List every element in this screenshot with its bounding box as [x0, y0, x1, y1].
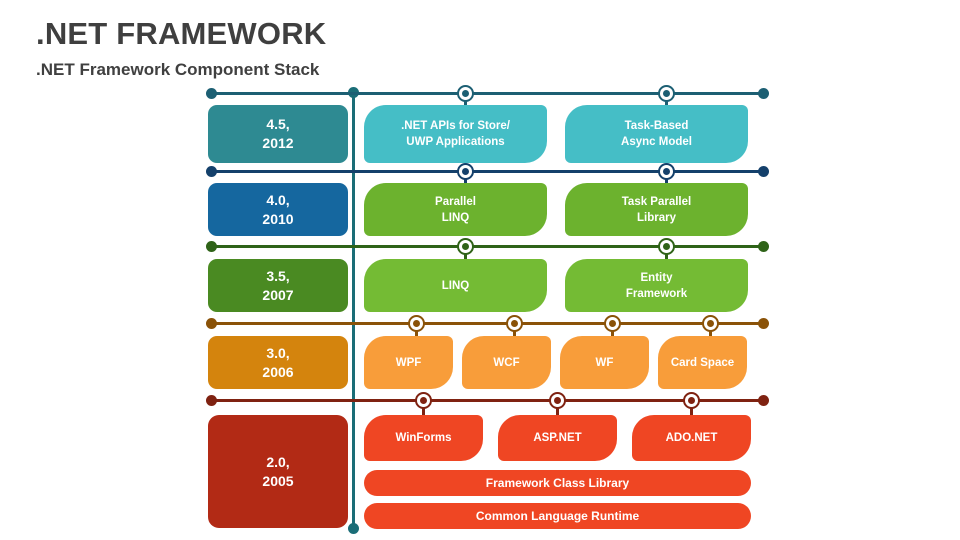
component-label-line-1: Entity — [640, 271, 673, 284]
component-label-line-1: Task-Based — [624, 120, 689, 132]
component-box-asp-net[interactable]: ASP.NET — [498, 415, 617, 461]
rail-cap-right — [758, 241, 769, 252]
node-row-3-item-1 — [457, 238, 474, 255]
component-label-line-1: Task Parallel — [621, 195, 692, 208]
component-box-card-space[interactable]: Card Space — [658, 336, 747, 389]
component-box-wpf[interactable]: WPF — [364, 336, 453, 389]
node-row-5-item-3 — [683, 392, 700, 409]
version-number: 3.0, — [266, 344, 290, 361]
rail-cap-left — [206, 88, 217, 99]
component-box-task-based-async-model[interactable]: Task-Based Async Model — [565, 105, 748, 163]
rail-row-2-top — [206, 163, 769, 193]
version-number: 2.0, — [266, 453, 290, 470]
node-row-1-item-2 — [658, 85, 675, 102]
rail-cap-left — [206, 166, 217, 177]
rail-cap-right — [758, 166, 769, 177]
component-box-wf[interactable]: WF — [560, 336, 649, 389]
rail-cap-left — [206, 318, 217, 329]
rail-row-1-top — [206, 85, 769, 118]
component-label-line-1: Card Space — [670, 356, 735, 369]
component-box-parallel-linq[interactable]: Parallel LINQ — [364, 183, 547, 236]
component-label-line-2: Framework — [625, 287, 688, 300]
rail-cap-right — [758, 88, 769, 99]
version-box-4-5-2012[interactable]: 4.5, 2012 — [208, 105, 348, 163]
component-label-line-1: WCF — [493, 356, 520, 369]
component-label-line-1: WPF — [395, 356, 422, 369]
rail-row-3-top — [206, 238, 769, 268]
component-label-line-1: WinForms — [395, 432, 452, 444]
version-year: 2006 — [262, 363, 294, 380]
component-box-task-parallel-library[interactable]: Task Parallel Library — [565, 183, 748, 236]
component-box-ado-net[interactable]: ADO.NET — [632, 415, 751, 461]
component-label-line-1: .NET APIs for Store/ — [401, 120, 510, 132]
component-label-line-1: WF — [595, 356, 614, 369]
component-bar-common-language-runtime[interactable]: Common Language Runtime — [364, 503, 751, 529]
node-row-4-item-3 — [604, 315, 621, 332]
version-year: 2010 — [262, 210, 294, 227]
node-row-4-item-1 — [408, 315, 425, 332]
rail-row-4-top — [206, 315, 769, 345]
component-bar-label: Common Language Runtime — [475, 509, 640, 523]
node-row-5-item-2 — [549, 392, 566, 409]
rail-cap-left — [206, 395, 217, 406]
version-number: 4.5, — [266, 116, 290, 132]
node-row-4-item-4 — [702, 315, 719, 332]
rail-cap-right — [758, 395, 769, 406]
component-bar-framework-class-library[interactable]: Framework Class Library — [364, 470, 751, 496]
node-row-3-item-2 — [658, 238, 675, 255]
component-label-line-1: Parallel — [435, 195, 476, 208]
component-label-line-1: ADO.NET — [665, 432, 718, 444]
component-bar-label: Framework Class Library — [485, 476, 630, 490]
rail-cap-left — [206, 241, 217, 252]
component-label-line-2: Library — [637, 211, 676, 224]
rail-row-5-top — [206, 392, 769, 424]
version-number: 3.5, — [266, 267, 290, 284]
node-row-4-item-2 — [506, 315, 523, 332]
version-box-2-0-2005[interactable]: 2.0, 2005 — [208, 415, 348, 528]
component-box-wcf[interactable]: WCF — [462, 336, 551, 389]
component-label-line-1: LINQ — [441, 279, 470, 292]
version-box-3-5-2007[interactable]: 3.5, 2007 — [208, 259, 348, 312]
page-title: .NET FRAMEWORK — [36, 16, 327, 51]
version-box-4-0-2010[interactable]: 4.0, 2010 — [208, 183, 348, 236]
version-box-3-0-2006[interactable]: 3.0, 2006 — [208, 336, 348, 389]
component-label-line-2: UWP Applications — [406, 136, 505, 148]
component-label-line-1: ASP.NET — [533, 432, 582, 444]
node-row-2-item-2 — [658, 163, 675, 180]
version-year: 2005 — [262, 472, 294, 489]
rail-cap-right — [758, 318, 769, 329]
component-box-net-apis-store-uwp[interactable]: .NET APIs for Store/ UWP Applications — [364, 105, 547, 163]
node-row-1-item-1 — [457, 85, 474, 102]
timeline-spine — [352, 92, 355, 529]
component-box-entity-framework[interactable]: Entity Framework — [565, 259, 748, 312]
component-box-linq[interactable]: LINQ — [364, 259, 547, 312]
timeline-spine-cap-bottom — [348, 523, 359, 534]
node-row-2-item-1 — [457, 163, 474, 180]
page-subtitle: .NET Framework Component Stack — [36, 60, 320, 79]
version-number: 4.0, — [266, 191, 290, 208]
component-label-line-2: Async Model — [621, 136, 692, 148]
component-box-winforms[interactable]: WinForms — [364, 415, 483, 461]
node-row-5-item-1 — [415, 392, 432, 409]
component-label-line-2: LINQ — [441, 211, 470, 224]
version-year: 2012 — [262, 135, 294, 151]
version-year: 2007 — [262, 286, 294, 303]
